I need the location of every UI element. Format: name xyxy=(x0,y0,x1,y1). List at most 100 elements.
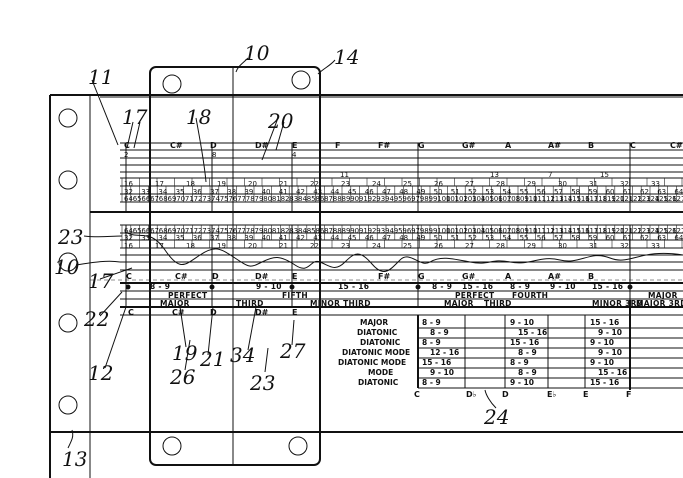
mode-ratio: 15 - 16 xyxy=(422,358,451,367)
scale-number: 63 xyxy=(657,234,666,242)
cursor-screw xyxy=(288,436,308,456)
scale-number: 76 xyxy=(228,227,237,235)
scale-number: 94 xyxy=(385,227,394,235)
scale-number: 40 xyxy=(262,188,271,196)
scale-number: 61 xyxy=(623,188,632,196)
ratio-label: 15 - 16 xyxy=(592,282,623,291)
scale-number: 97 xyxy=(411,227,420,235)
scale-number: 43 xyxy=(313,188,322,196)
scale-number: 104 xyxy=(472,195,486,203)
scale-number: 99 xyxy=(429,195,438,203)
scale-number: 16 xyxy=(124,180,133,188)
scale-number: 15 xyxy=(600,171,609,179)
mode-ratio: 15 - 16 xyxy=(590,318,619,327)
scale-number: 43 xyxy=(313,234,322,242)
interval-label: FIFTH xyxy=(282,291,308,300)
scale-number: 65 xyxy=(133,195,142,203)
scale-number: 68 xyxy=(159,227,168,235)
scale-number: 102 xyxy=(455,195,468,203)
note-label: E xyxy=(583,390,588,399)
mode-ratio: 9 - 10 xyxy=(598,348,622,357)
scale-number: 66 xyxy=(141,195,150,203)
note-marker xyxy=(415,284,421,290)
scale-number: 87 xyxy=(324,195,333,203)
note-label: D# xyxy=(255,308,269,317)
note-label: G xyxy=(418,141,425,150)
note-label: D xyxy=(210,308,217,317)
note-label: C xyxy=(630,141,636,150)
scale-number: 44 xyxy=(330,188,339,196)
scale-number: 103 xyxy=(463,227,476,235)
scale-number: 19 xyxy=(217,242,226,250)
binder-hole xyxy=(58,170,78,190)
scale-number: 75 xyxy=(220,227,229,235)
scale-number: 19 xyxy=(217,180,226,188)
cursor-slide[interactable] xyxy=(149,66,321,466)
scale-number: 119 xyxy=(603,227,616,235)
note-label: C# xyxy=(175,272,188,281)
mode-label: DIATONIC MODE xyxy=(338,358,406,367)
ratio-label: 8 - 9 xyxy=(150,282,170,291)
wave-curve xyxy=(124,231,683,273)
scale-number: 29 xyxy=(527,180,536,188)
scale-number: 56 xyxy=(537,234,546,242)
note-label: C xyxy=(124,141,130,150)
scale-number: 41 xyxy=(279,188,288,196)
scale-number: 83 xyxy=(289,195,298,203)
ref-numeral: 21 xyxy=(199,347,225,371)
note-label: F xyxy=(626,390,631,399)
scale-number: 73 xyxy=(202,227,211,235)
scale-number: 22 xyxy=(310,180,319,188)
ref-numeral: 10 xyxy=(244,41,270,65)
scale-number: 76 xyxy=(228,195,237,203)
scale-number: 51 xyxy=(451,188,460,196)
scale-number: 27 xyxy=(465,180,474,188)
interval-label: THIRD xyxy=(236,299,264,308)
scale-number: 26 xyxy=(434,242,443,250)
scale-number: 35 xyxy=(176,234,185,242)
scale-number: 106 xyxy=(489,227,503,235)
note-label: A# xyxy=(548,272,561,281)
scale-number: 24 xyxy=(372,180,381,188)
scale-number: 100 xyxy=(437,195,450,203)
note-label: F# xyxy=(378,141,390,150)
scale-number: 115 xyxy=(568,227,581,235)
scale-number: 79 xyxy=(255,195,264,203)
scale-number: 90 xyxy=(350,227,359,235)
scale-number: 108 xyxy=(507,227,520,235)
scale-number: 34 xyxy=(158,188,167,196)
scale-number: 13 xyxy=(490,171,499,179)
scale-number: 62 xyxy=(640,188,649,196)
ref-numeral: 12 xyxy=(88,361,113,385)
scale-number: 124 xyxy=(646,227,660,235)
interval-label: MINOR 3RD xyxy=(592,299,643,308)
scale-number: 47 xyxy=(382,234,391,242)
binder-hole xyxy=(58,252,78,272)
mode-ratio: 8 - 9 xyxy=(518,368,537,377)
ref-numeral: 26 xyxy=(169,365,196,389)
scale-number: 90 xyxy=(350,195,359,203)
scale-number: 58 xyxy=(571,188,580,196)
scale-number: 92 xyxy=(368,195,377,203)
scale-number: 64 xyxy=(124,227,133,235)
note-label: C xyxy=(126,272,132,281)
scale-number: 112 xyxy=(542,195,555,203)
mode-label: DIATONIC xyxy=(358,378,399,387)
interval-label: PERFECT xyxy=(455,291,495,300)
scale-number: 103 xyxy=(463,195,476,203)
ref-numeral: 10 xyxy=(54,255,80,279)
interval-label: FOURTH xyxy=(512,291,548,300)
scale-number: 107 xyxy=(498,195,511,203)
scale-number: 67 xyxy=(150,227,159,235)
scale-number: 50 xyxy=(434,234,443,242)
scale-number: 78 xyxy=(246,227,255,235)
mode-ratio: 8 - 9 xyxy=(430,328,449,337)
scale-number: 77 xyxy=(237,195,246,203)
scale-number: 98 xyxy=(420,227,429,235)
mode-ratio: 9 - 10 xyxy=(590,358,614,367)
scale-number: 91 xyxy=(359,227,368,235)
mode-ratio: 15 - 16 xyxy=(510,338,539,347)
scale-number: 121 xyxy=(620,195,633,203)
scale-number: 120 xyxy=(611,227,624,235)
